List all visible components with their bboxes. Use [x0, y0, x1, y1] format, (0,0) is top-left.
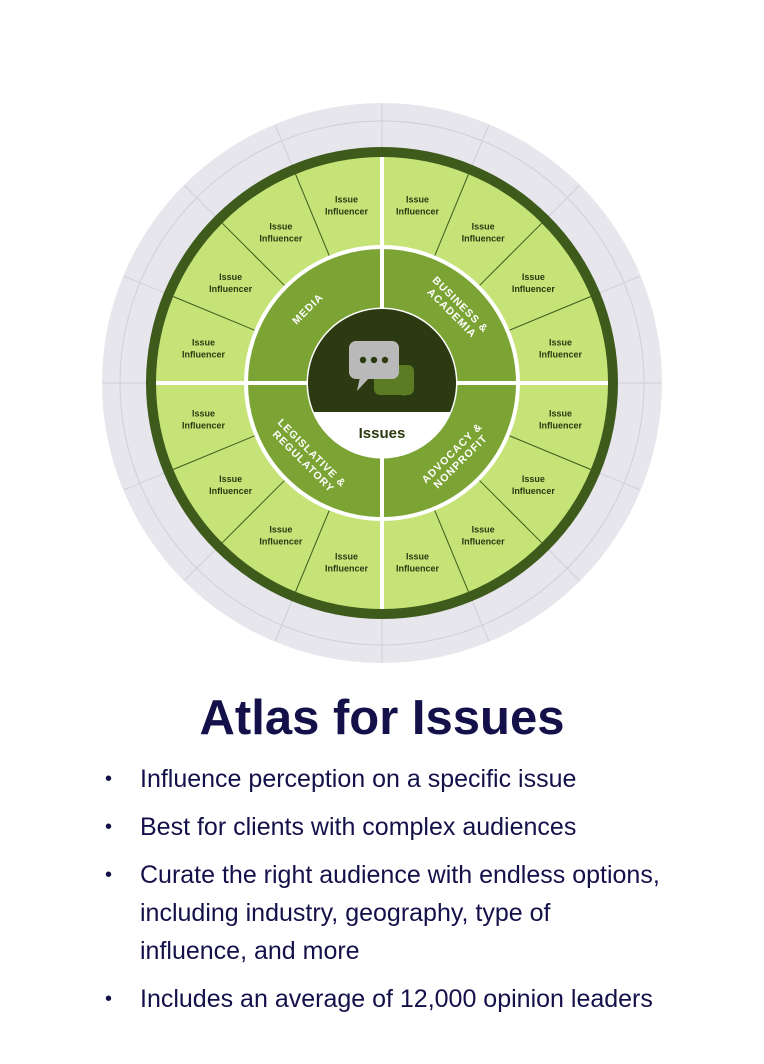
bullet-text: Includes an average of 12,000 opinion le… — [140, 985, 653, 1013]
gray-ring-divider — [599, 275, 640, 294]
bullet-text: Curate the right audience with endless o… — [140, 861, 660, 965]
cell-divider — [477, 478, 543, 544]
gray-ring-divider — [124, 472, 165, 491]
cell-divider — [173, 434, 257, 470]
bullet-dot: • — [105, 988, 113, 1010]
cell-divider — [433, 174, 469, 258]
center-label: Issues — [359, 425, 406, 442]
cell-divider — [295, 508, 331, 592]
gray-ring-divider — [274, 125, 293, 166]
cell-divider — [173, 296, 257, 332]
bullet-list: • Influence perception on a specific issu… — [102, 760, 662, 1028]
gray-ring-divider — [184, 185, 216, 217]
cell-divider — [221, 478, 287, 544]
chat-bubbles-icon — [349, 341, 414, 396]
cell-divider — [507, 296, 591, 332]
cell-divider — [507, 434, 591, 470]
bullet-dot: • — [105, 864, 113, 886]
gray-ring-divider — [548, 549, 580, 581]
cell-divider — [433, 508, 469, 592]
bullet-item: • Curate the right audience with endless … — [102, 856, 662, 970]
gray-ring-divider — [471, 125, 490, 166]
gray-ring-divider — [124, 275, 165, 294]
gray-ring-divider — [274, 600, 293, 641]
gray-ring-divider — [184, 549, 216, 581]
gray-ring-divider — [599, 472, 640, 491]
bullet-item: • Influence perception on a specific issu… — [102, 760, 662, 798]
bullet-dot: • — [105, 816, 113, 838]
cell-divider — [221, 222, 287, 288]
bullet-text: Best for clients with complex audiences — [140, 813, 577, 841]
bullet-text: Influence perception on a specific issue — [140, 765, 577, 793]
page-title: Atlas for Issues — [199, 691, 565, 745]
gray-ring-divider — [548, 185, 580, 217]
cell-divider — [295, 174, 331, 258]
cell-divider — [477, 222, 543, 288]
bullet-item: • Includes an average of 12,000 opinion l… — [102, 980, 662, 1018]
bullet-item: • Best for clients with complex audiences — [102, 808, 662, 846]
gray-ring-divider — [471, 600, 490, 641]
mid-ring-border — [244, 245, 520, 521]
bullet-dot: • — [105, 768, 113, 790]
